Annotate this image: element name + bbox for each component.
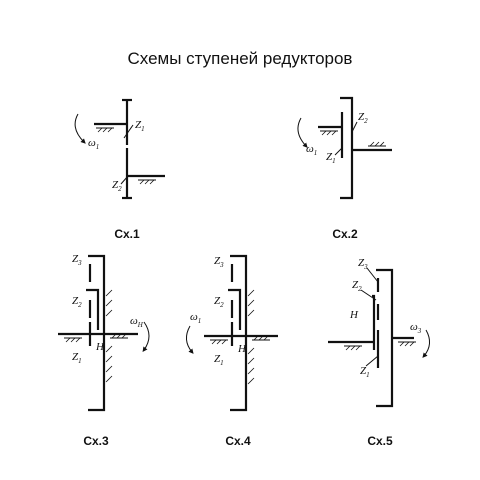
rotation-arrow-icon bbox=[142, 321, 150, 353]
rotation-arrow-icon bbox=[74, 113, 86, 144]
caption-scheme-5: Cx.5 bbox=[367, 434, 393, 448]
label-h: H bbox=[237, 343, 247, 355]
label-omega3: ω3 bbox=[410, 321, 422, 335]
carrier-h bbox=[86, 288, 100, 330]
label-z1: Z1 bbox=[135, 119, 145, 133]
gear-z2-ring bbox=[340, 96, 354, 200]
scheme-5: Z3 Z2 Z1 H ω3 Cx.5 bbox=[328, 257, 430, 448]
scheme-4: Z3 Z2 Z1 H ω1 Cx.4 bbox=[186, 254, 278, 448]
label-z1: Z1 bbox=[72, 351, 82, 365]
rotation-arrow-icon bbox=[297, 117, 308, 148]
carrier-h bbox=[372, 294, 376, 350]
label-z2: Z2 bbox=[72, 295, 82, 309]
caption-scheme-2: Cx.2 bbox=[332, 227, 358, 241]
label-z3: Z3 bbox=[72, 253, 82, 267]
label-z1: Z1 bbox=[360, 365, 370, 379]
label-omega-h: ωH bbox=[130, 315, 144, 329]
caption-scheme-4: Cx.4 bbox=[225, 434, 251, 448]
rotation-arrow-icon bbox=[422, 329, 430, 358]
label-omega1: ω1 bbox=[306, 143, 317, 157]
label-z3: Z3 bbox=[358, 257, 368, 271]
label-omega1: ω1 bbox=[190, 311, 201, 325]
scheme-2: Z2 Z1 ω1 Cx.2 bbox=[297, 96, 392, 241]
label-z1: Z1 bbox=[214, 353, 224, 367]
page-title: Схемы ступеней редукторов bbox=[128, 49, 353, 68]
label-z3: Z3 bbox=[214, 255, 224, 269]
label-z2: Z2 bbox=[352, 279, 362, 293]
label-h: H bbox=[95, 341, 105, 353]
rotation-arrow-icon bbox=[186, 325, 194, 354]
gear-z3-ring bbox=[230, 254, 248, 412]
label-z2: Z2 bbox=[214, 295, 224, 309]
caption-scheme-3: Cx.3 bbox=[83, 434, 109, 448]
label-z2: Z2 bbox=[358, 111, 368, 125]
label-z2: Z2 bbox=[112, 179, 122, 193]
carrier-h bbox=[228, 288, 242, 330]
label-omega1: ω1 bbox=[88, 137, 99, 151]
label-z1: Z1 bbox=[326, 151, 336, 165]
scheme-1: Z1 Z2 ω1 Cx.1 bbox=[74, 98, 165, 241]
scheme-3: Z3 Z2 Z1 H ωH Cx.3 bbox=[58, 253, 150, 448]
caption-scheme-1: Cx.1 bbox=[114, 227, 140, 241]
label-h: H bbox=[349, 309, 359, 321]
